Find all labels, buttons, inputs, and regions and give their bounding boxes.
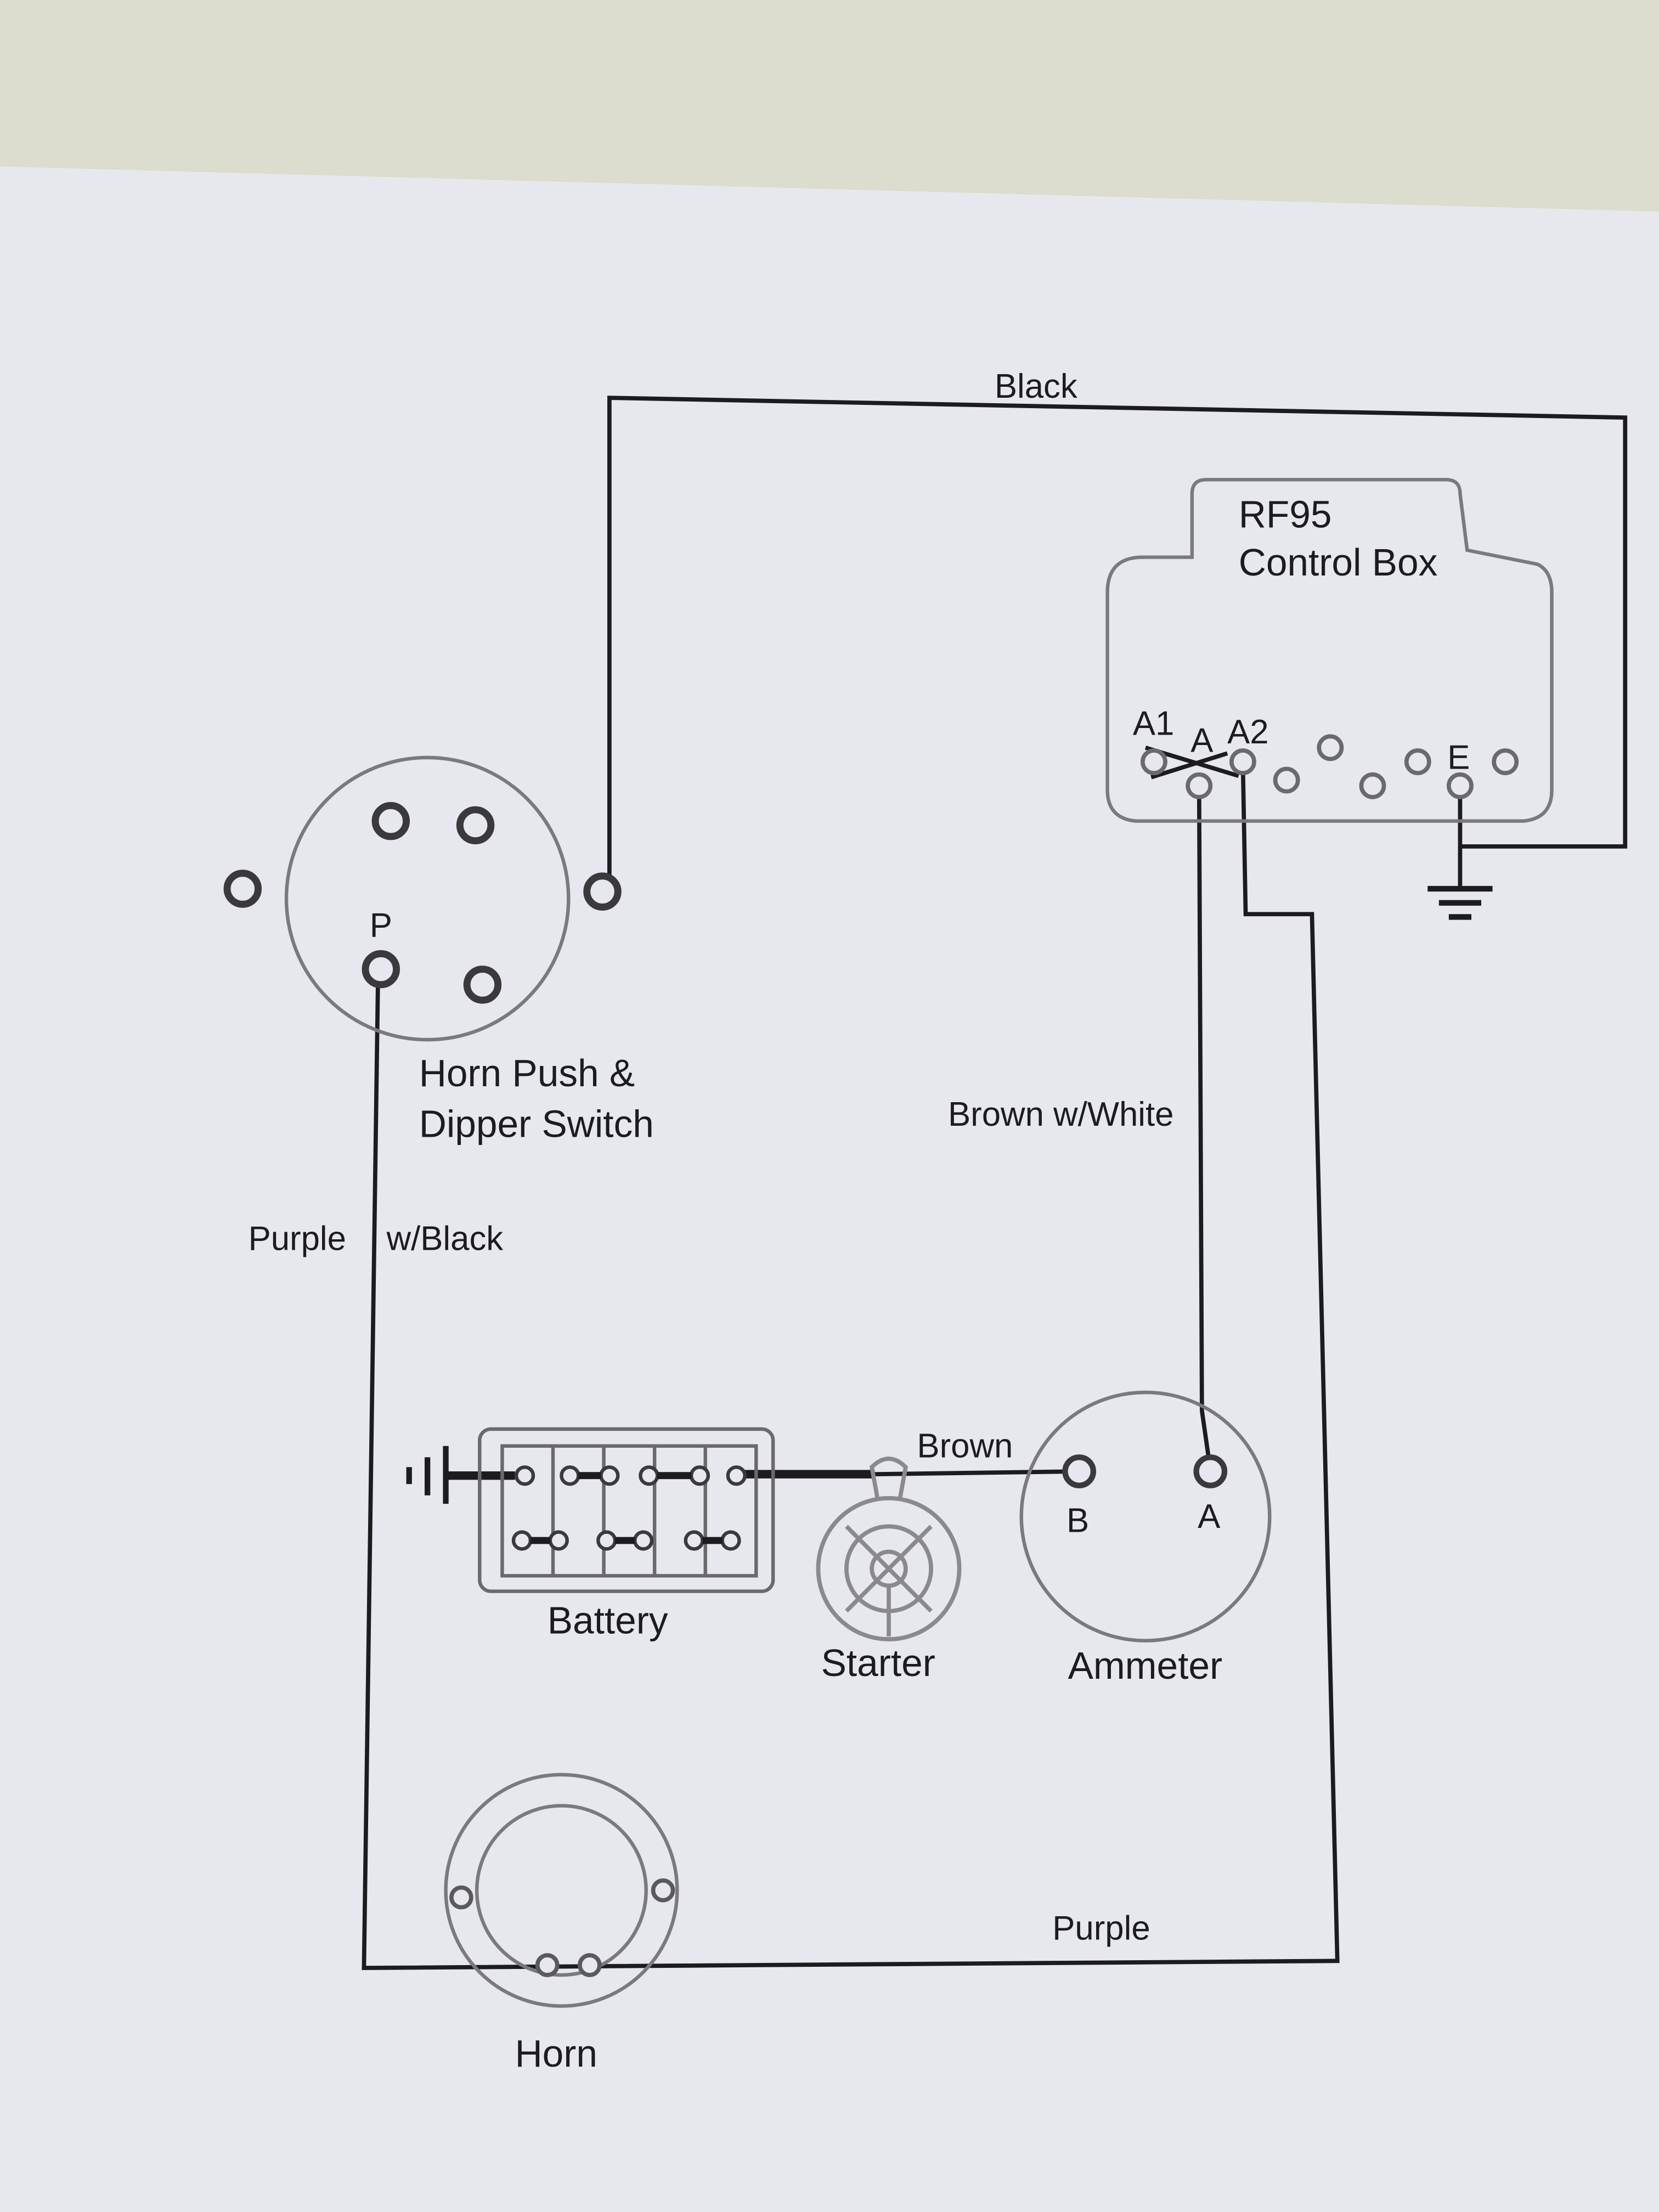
wire-label-black: Black: [995, 368, 1077, 405]
control-box-title-2: Control Box: [1239, 541, 1438, 584]
horn-switch-label-1: Horn Push &: [419, 1052, 635, 1094]
horn-switch-label-2: Dipper Switch: [419, 1103, 654, 1146]
terminal-icon: [371, 802, 410, 840]
ammeter-outline: [1019, 1390, 1272, 1643]
terminal-icon: [1492, 748, 1519, 775]
wire-label-brown-white: Brown w/White: [948, 1096, 1173, 1133]
paper-sheet: [0, 166, 1659, 2212]
terminal-icon: [362, 950, 400, 989]
terminal-icon: [1062, 1454, 1097, 1488]
starter-icon: [816, 1457, 962, 1641]
ammeter-terminal-a: A: [1198, 1498, 1221, 1536]
battery-icon: [478, 1427, 775, 1593]
wire-label-purple-black-2: w/Black: [386, 1220, 504, 1257]
terminal-icon: [1447, 772, 1474, 799]
terminal-icon: [463, 966, 502, 1004]
control-box-outline: [1105, 478, 1554, 823]
terminal-icon: [456, 806, 495, 845]
terminal-icon: [1359, 772, 1386, 799]
wire-label-brown: Brown: [917, 1427, 1013, 1465]
ammeter-label: Ammeter: [1068, 1644, 1223, 1687]
control-box-title-1: RF95: [1239, 493, 1332, 536]
terminal-label-a: A: [1190, 722, 1214, 760]
terminal-icon: [1317, 734, 1344, 761]
wire-brown: [874, 1469, 1080, 1476]
crossed-link: [1150, 751, 1228, 780]
terminal-icon: [1193, 1454, 1228, 1488]
wire-label-purple-black-1: Purple: [249, 1220, 346, 1257]
ammeter-terminal-b: B: [1066, 1502, 1089, 1540]
terminal-icon: [1141, 748, 1167, 775]
terminal-icon: [1229, 748, 1256, 775]
wire-brown-white: [1197, 786, 1213, 1470]
horn-switch-outline: [284, 755, 571, 1042]
wire-purple-loop: [362, 761, 1340, 1971]
terminal-label-a2: A2: [1227, 713, 1268, 751]
terminal-icon: [1273, 766, 1300, 794]
wire-label-purple: Purple: [1052, 1910, 1150, 1948]
horn-label: Horn: [515, 2032, 597, 2075]
control-box-terminals: [1141, 734, 1519, 799]
wire-black: [607, 396, 1628, 903]
terminal-icon: [223, 870, 262, 908]
battery-label: Battery: [548, 1599, 668, 1642]
terminal-label-e: E: [1447, 738, 1470, 776]
terminal-icon: [583, 872, 622, 911]
starter-label: Starter: [821, 1641, 935, 1684]
terminal-label-a1: A1: [1133, 705, 1174, 743]
terminal-label-p: P: [370, 906, 392, 944]
terminal-icon: [1404, 748, 1431, 775]
horn-icon: [444, 1773, 679, 2008]
ground-icon: [1427, 846, 1493, 920]
terminal-icon: [1186, 772, 1213, 799]
